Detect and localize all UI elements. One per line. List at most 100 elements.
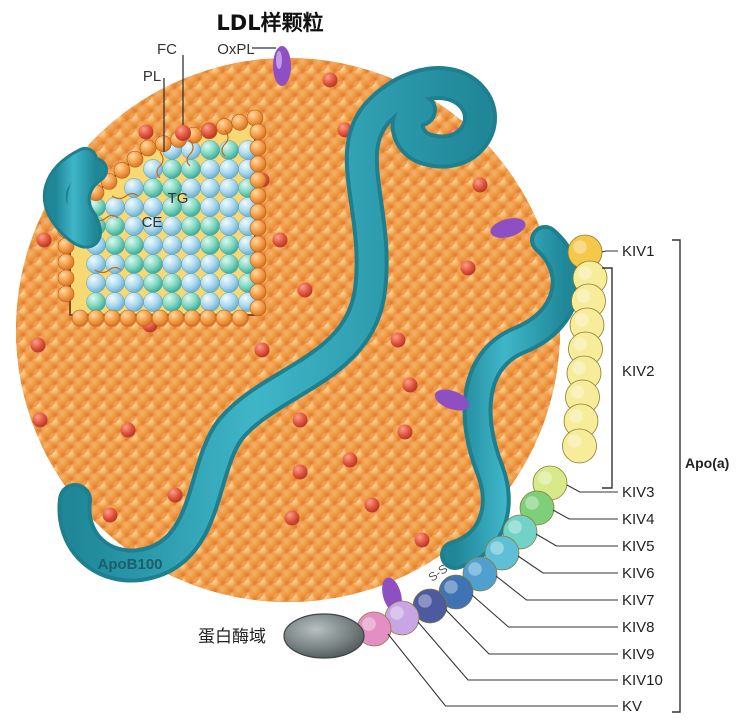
tg-bead [162, 292, 182, 312]
kringle-label-kiv9: KIV9 [622, 646, 655, 663]
ce-bead [200, 159, 220, 179]
rim-bead [71, 309, 89, 327]
ce-bead [143, 292, 163, 312]
tg-bead [105, 216, 125, 236]
fc-dot [342, 452, 358, 468]
ce-bead [219, 159, 239, 179]
rim-bead [249, 203, 267, 221]
fc-dot [138, 124, 154, 140]
ce-bead [219, 273, 239, 293]
fc-dot [390, 332, 406, 348]
tg-bead [105, 235, 125, 255]
tg-bead [219, 254, 239, 274]
rim-bead [119, 309, 137, 327]
tg-bead [143, 273, 163, 293]
ce-bead [219, 178, 239, 198]
leader-line [535, 533, 618, 547]
oxpl-label: OxPL [217, 41, 255, 58]
tg-bead [200, 140, 220, 160]
rim-bead [103, 309, 121, 327]
tg-bead [124, 254, 144, 274]
leader-line [566, 484, 618, 493]
ce-bead [162, 235, 182, 255]
fc-dot [292, 464, 308, 480]
tg-bead [181, 292, 201, 312]
tg-bead [143, 178, 163, 198]
rim-bead [135, 309, 153, 327]
rim-bead [151, 309, 169, 327]
ce-bead [200, 273, 220, 293]
ce-bead [86, 273, 106, 293]
fc-dot [397, 424, 413, 440]
bead-highlight [570, 385, 585, 399]
ce-bead [200, 292, 220, 312]
ce-bead [181, 273, 201, 293]
tg-bead [181, 159, 201, 179]
bead-highlight [569, 409, 583, 423]
rim-bead [87, 309, 105, 327]
kiv7-bead [462, 556, 498, 592]
ce-bead [181, 235, 201, 255]
ce-bead [105, 292, 125, 312]
pl-label: PL [143, 68, 161, 85]
rim-bead [113, 162, 131, 179]
leader-line [517, 555, 618, 574]
bead-highlight [572, 361, 586, 375]
leader-line [471, 594, 618, 628]
ce-bead [200, 197, 220, 217]
rim-bead [246, 109, 264, 127]
protease-label: 蛋白酶域 [198, 627, 266, 646]
tg-bead [200, 235, 220, 255]
fc-dot [30, 337, 46, 353]
rim-bead [57, 285, 75, 303]
fc-dot [167, 487, 183, 503]
rim-bead [139, 139, 157, 157]
tg-bead [162, 273, 182, 293]
bead-highlight [362, 617, 376, 631]
rim-bead [249, 267, 267, 285]
fc-dot [272, 232, 288, 248]
fc-dot [402, 377, 418, 393]
rim-bead [154, 135, 172, 153]
kringle-labels: KIV1KIV2KIV3KIV4KIV5KIV6KIV7KIV8KIV9KIV1… [387, 243, 663, 715]
fc-dot [120, 422, 136, 438]
ce-bead [162, 216, 182, 236]
rim-bead [215, 309, 233, 327]
rim-bead [200, 122, 218, 140]
rim-bead [249, 171, 267, 189]
kringle-label-kiv2: KIV2 [622, 363, 655, 380]
diagram-title: LDL样颗粒 [216, 11, 323, 35]
bead-highlight [508, 520, 522, 534]
ce-bead [181, 254, 201, 274]
fc-dot [297, 282, 313, 298]
leader-line [552, 509, 618, 520]
tg-label: TG [168, 190, 189, 207]
rim-bead [249, 139, 267, 157]
ldl-particle [16, 58, 560, 602]
bead-highlight [573, 337, 588, 351]
kringle-label-kv: KV [622, 698, 642, 715]
fc-dot [322, 72, 338, 88]
leader-line [445, 609, 618, 655]
core-cutaway [57, 109, 267, 327]
bead-highlight [573, 240, 587, 254]
fc-dot [472, 177, 488, 193]
rim-bead [249, 283, 267, 301]
bead-highlight [576, 289, 591, 303]
brackets [602, 239, 681, 713]
kringle-label-kiv1: KIV1 [622, 243, 655, 260]
rim-bead [57, 253, 75, 271]
rim-bead [249, 235, 267, 253]
rim-bead [249, 187, 267, 205]
tg-bead [200, 216, 220, 236]
bead-highlight [538, 471, 552, 485]
bead-highlight [418, 594, 432, 608]
tg-bead [143, 254, 163, 274]
tg-bead [124, 235, 144, 255]
rim-bead [126, 150, 144, 168]
rim-bead [57, 269, 75, 287]
ce-bead [124, 273, 144, 293]
ce-bead [219, 292, 239, 312]
rim-bead [216, 118, 233, 135]
ce-label: CE [142, 214, 163, 231]
